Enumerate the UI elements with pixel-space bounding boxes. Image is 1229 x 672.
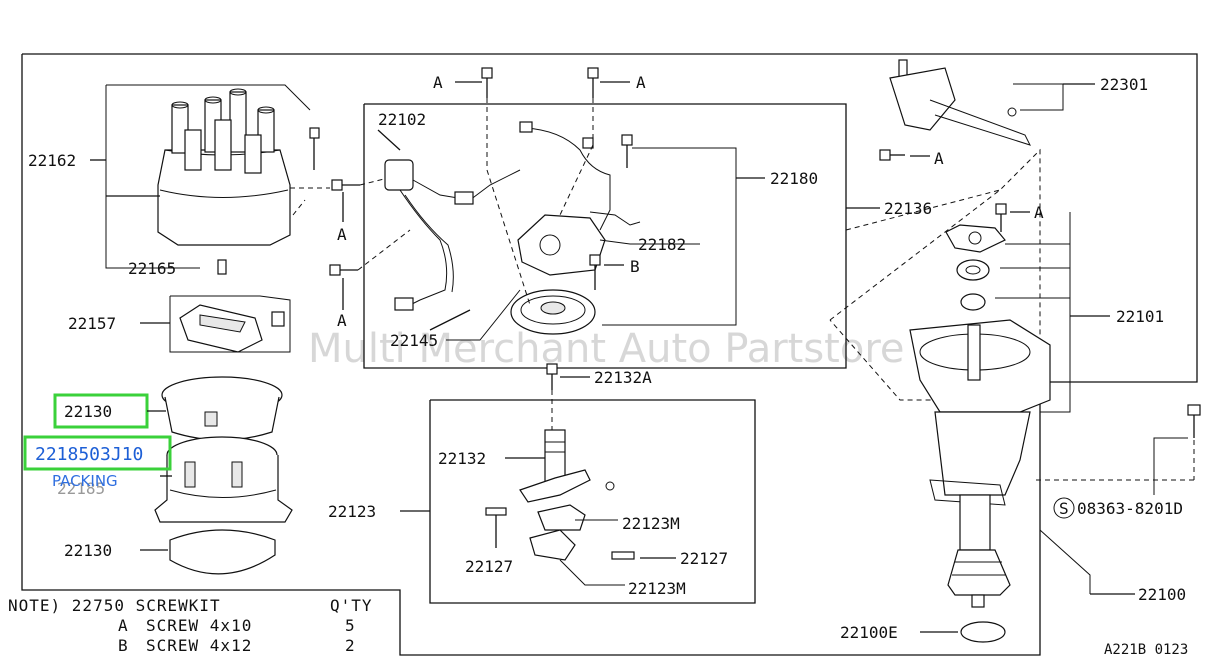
label-packing: PACKING [52,472,118,490]
label-22123M-a: 22123M [622,514,680,533]
note-row-a-desc: SCREW 4x10 [146,616,252,635]
label-s-symbol: S [1059,499,1069,518]
advance-weights [529,481,615,561]
note-row-a-code: A [118,616,129,635]
screw-22132A [546,363,558,430]
note-title: NOTE) 22750 SCREWKIT [8,596,221,615]
label-22127-a: 22127 [465,557,513,576]
rotor-head [179,304,285,353]
label-22123M-b: 22123M [628,579,686,598]
spring-left [485,507,507,516]
label-22130-bottom: 22130 [64,541,112,560]
screw-22180 [621,134,633,168]
screw-a-vacuum [879,149,905,161]
label-22101: 22101 [1116,307,1164,326]
label-22136: 22136 [884,199,932,218]
screw-b [589,254,601,290]
note-row-b-code: B [118,636,129,655]
label-22165: 22165 [128,259,176,278]
leader-22162-left [105,85,200,269]
highlight-box-2218503J10[interactable] [23,435,172,471]
label-22130-top[interactable]: 22130 [64,402,112,421]
rotor-frame [169,295,291,353]
label-22182: 22182 [638,235,686,254]
label-a-2: A [636,73,646,92]
label-08363-8201D: 08363-8201D [1077,499,1183,518]
distributor-housing [154,436,293,523]
label-2218503J10[interactable]: 2218503J10 [35,444,143,465]
gasket-lower [169,529,276,575]
seal-ring-upper [161,376,283,441]
screw-a-top-left [481,67,493,170]
label-22301: 22301 [1100,75,1148,94]
outer-frame [21,53,1198,656]
label-22162: 22162 [28,151,76,170]
box-22136 [363,103,847,369]
cap-screw-22165 [217,259,227,275]
oring-22100E [960,621,1006,643]
distributor-body [909,319,1051,608]
label-22100: 22100 [1138,585,1186,604]
diagram-code: A221B 0123 [1104,642,1188,658]
pickup-coil-harness [384,159,521,311]
label-a-1: A [433,73,443,92]
note-row-a-qty: 5 [345,616,356,635]
cap-bolt [309,127,320,170]
screw-08363 [1187,404,1201,438]
wire-22180 [519,121,611,231]
leader-22162-top [106,84,311,111]
label-a-6: A [1034,203,1044,222]
screw-a-top-right [587,67,599,145]
label-b-1: B [630,257,640,276]
note-row-b-desc: SCREW 4x12 [146,636,252,655]
label-a-5: A [934,149,944,168]
screw-a-left-upper [331,174,401,191]
label-22123: 22123 [328,502,376,521]
label-a-3: A [337,225,347,244]
label-22100E: 22100E [840,623,898,642]
label-22127-b: 22127 [680,549,728,568]
symbol-s-circle [1053,497,1075,519]
box-22123 [429,399,756,604]
watermark: Multi Merchant Auto Partstore [308,326,905,372]
label-22102: 22102 [378,110,426,129]
label-22157: 22157 [68,314,116,333]
label-22132: 22132 [438,449,486,468]
label-22180: 22180 [770,169,818,188]
label-22185-hidden: 22185 [57,479,105,498]
spring-right [611,551,635,560]
screw-a-right [995,203,1007,232]
dashed-outline-body [829,148,1041,401]
label-22132A: 22132A [594,368,652,387]
distributor-cap [157,88,291,246]
note-qty-header: Q'TY [330,596,373,615]
reluctor-disk [510,289,596,335]
shaft-bearing-parts [945,224,1006,311]
note-row-b-qty: 2 [345,636,356,655]
vacuum-advance-unit [889,59,1031,146]
rotor-shaft [519,429,591,503]
label-22145: 22145 [390,331,438,350]
label-a-4: A [337,311,347,330]
screw-a-left-lower [329,229,411,276]
